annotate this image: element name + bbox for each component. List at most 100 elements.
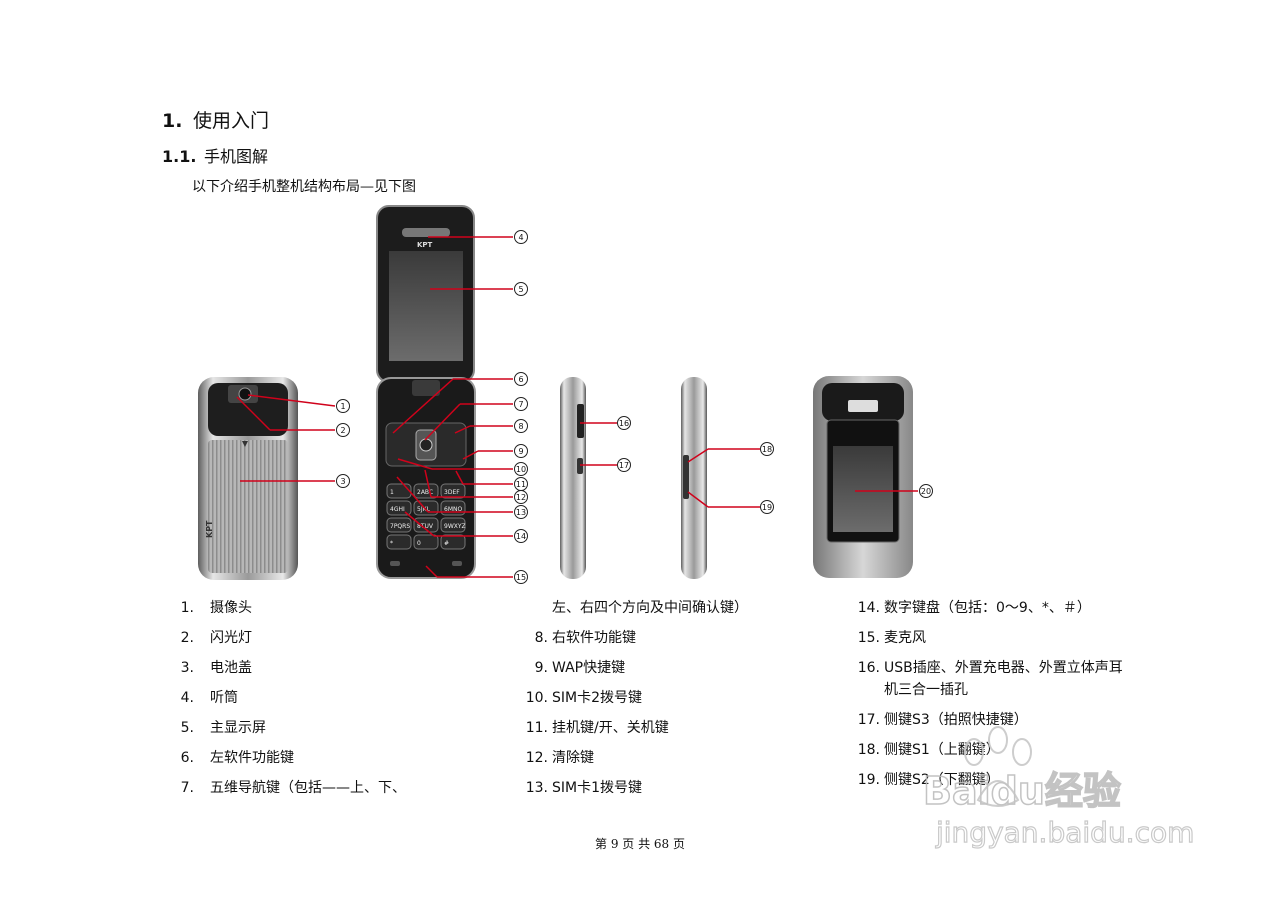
callout-16: 16 [617,416,631,430]
list-item-number: 5. [180,720,194,736]
list-item-number: 10. [525,690,548,706]
svg-text:5: 5 [518,285,523,294]
list-item-text: SIM卡1拨号键 [552,780,643,796]
svg-text:6MNO: 6MNO [444,506,462,513]
list-item: 19.侧键S2（下翻键） [850,765,1129,795]
list-item-number: 13. [525,780,548,796]
callout-3: 3 [336,474,350,488]
list-item-text: 清除键 [552,750,594,766]
list-item-number: 18. [857,742,880,758]
svg-text:2: 2 [340,426,345,435]
usb-port [577,404,584,438]
callout-17: 17 [617,458,631,472]
callout-8: 8 [514,419,528,433]
svg-text:11: 11 [516,480,526,489]
list-item: 4. 听筒 [162,683,460,713]
svg-text:5JKL: 5JKL [417,506,431,513]
callout-13: 13 [514,505,528,519]
list-item-text: 闪光灯 [210,630,252,646]
keypad-key: 5JKL [413,500,439,516]
svg-text:1: 1 [390,489,394,496]
keypad-key: # [440,534,466,550]
list-item-number: 16. [857,660,880,676]
list-item-text: 听筒 [210,690,238,706]
list-item: 13.SIM卡1拨号键 [520,773,852,803]
callout-20: 20 [919,484,933,498]
list-item-number: 9. [534,660,548,676]
callout-4: 4 [514,230,528,244]
closed-camera-icon [848,400,878,412]
list-item-number: 7. [180,780,194,796]
callout-7: 7 [514,397,528,411]
svg-text:12: 12 [516,493,526,502]
keypad-key: 9WXYZ [440,517,466,533]
svg-text:19: 19 [762,503,772,512]
list-item: 17.侧键S3（拍照快捷键） [850,705,1129,735]
keypad-key: 4GHI [386,500,412,516]
svg-text:15: 15 [516,573,526,582]
list-item-number: 14. [857,600,880,616]
list-item-text: 侧键S3（拍照快捷键） [884,712,1028,728]
callout-19: 19 [760,500,774,514]
list-item-text: 侧键S1（上翻键） [884,742,1000,758]
back-logo: KPT [205,520,214,538]
list-item: 10.SIM卡2拨号键 [520,683,852,713]
svg-text:0: 0 [417,540,421,547]
keypad-key: 7PQRS [386,517,412,533]
keypad-key: 6MNO [440,500,466,516]
section-heading: 1. 使用入门 [162,106,269,133]
watermark-url: jingyan.baidu.com [935,816,1194,849]
list-item: 1.摄像头 [162,593,460,623]
list-item-text: WAP快捷键 [552,660,626,676]
list-item-text: 左软件功能键 [210,750,294,766]
list-item-text: 麦克风 [884,630,926,646]
svg-text:20: 20 [921,487,931,496]
list-item: 15.麦克风 [850,623,1129,653]
svg-text:7PQRS: 7PQRS [390,523,410,530]
callout-6: 6 [514,372,528,386]
svg-text:2ABC: 2ABC [417,489,433,496]
list-item-number: 15. [857,630,880,646]
side-key-s1-s2 [683,455,689,499]
callout-12: 12 [514,490,528,504]
list-item-continuation: 左、右四个方向及中间确认键） [552,600,748,616]
hinge [412,380,440,396]
list-item-number: 1. [180,600,194,616]
svg-text:3: 3 [340,477,345,486]
list-item-number: 8. [534,630,548,646]
list-item: 11.挂机键/开、关机键 [520,713,852,743]
svg-text:#: # [444,540,449,547]
keypad-key: * [386,534,412,550]
list-item: 7. 五维导航键（包括——上、下、 [162,773,460,803]
svg-text:13: 13 [516,508,526,517]
callout-15: 15 [514,570,528,584]
list-item: 12.清除键 [520,743,852,773]
svg-text:16: 16 [619,419,629,428]
page-footer: 第 9 页 共 68 页 [595,837,685,851]
section-title: 使用入门 [193,110,270,132]
svg-text:17: 17 [619,461,629,470]
list-item-text: 五维导航键（包括——上、下、 [210,780,406,796]
section-number: 1. [162,110,183,132]
list-item-text: 侧键S2（下翻键） [884,772,1000,788]
earpiece [402,228,450,237]
list-item-text: 右软件功能键 [552,630,636,646]
list-item-text: SIM卡2拨号键 [552,690,643,706]
callout-18: 18 [760,442,774,456]
subsection-title: 手机图解 [204,147,269,166]
callout-11: 11 [514,477,528,491]
list-item-number: 12. [525,750,548,766]
list-item-number: 17. [857,712,880,728]
keypad-key: 2ABC [413,483,439,499]
svg-text:*: * [390,540,393,547]
list-item-number: 4. [180,690,194,706]
svg-text:8: 8 [518,422,523,431]
battery-cover [208,440,288,573]
svg-text:1: 1 [340,402,345,411]
callout-14: 14 [514,529,528,543]
intro-text: 以下介绍手机整机结构布局—见下图 [192,179,416,195]
